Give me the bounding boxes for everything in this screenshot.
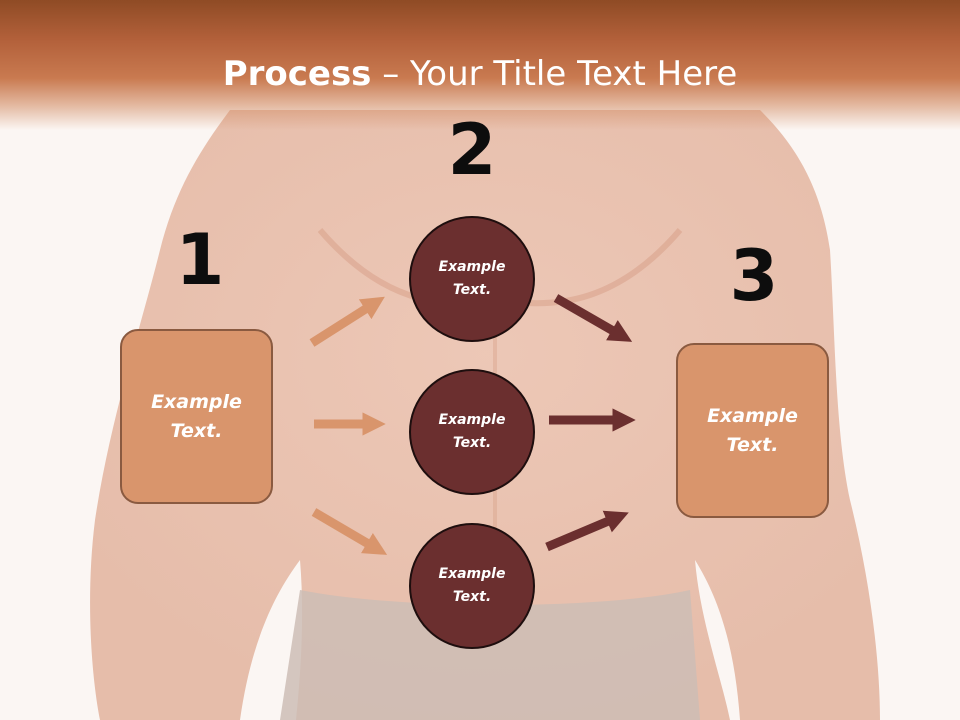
step-3-label: Example Text. (707, 404, 798, 456)
title-bar (0, 0, 960, 130)
arrow-2a-to-3 (553, 294, 633, 342)
step-2-circle-2: Example Text. (409, 369, 535, 495)
step-3-number: 3 (729, 235, 779, 317)
step-2-circle-1: Example Text. (409, 216, 535, 342)
title-rest: – Your Title Text Here (371, 54, 738, 94)
page-title: Process – Your Title Text Here (0, 52, 960, 96)
step-3-box: Example Text. (676, 343, 829, 518)
step-1-box: Example Text. (120, 329, 273, 504)
step-1-label: Example Text. (151, 390, 242, 442)
arrow-2c-to-3 (545, 510, 629, 552)
arrow-1-to-2c (311, 508, 388, 555)
step-2-item-2-label: Example Text. (438, 412, 506, 451)
step-2-item-3-label: Example Text. (438, 566, 506, 605)
step-2-item-1-label: Example Text. (438, 259, 506, 298)
step-2-number: 2 (447, 109, 497, 191)
title-bold: Process (222, 54, 372, 94)
step-2-circle-3: Example Text. (409, 523, 535, 649)
step-1-number: 1 (175, 219, 225, 301)
arrow-1-to-2a (309, 296, 385, 347)
